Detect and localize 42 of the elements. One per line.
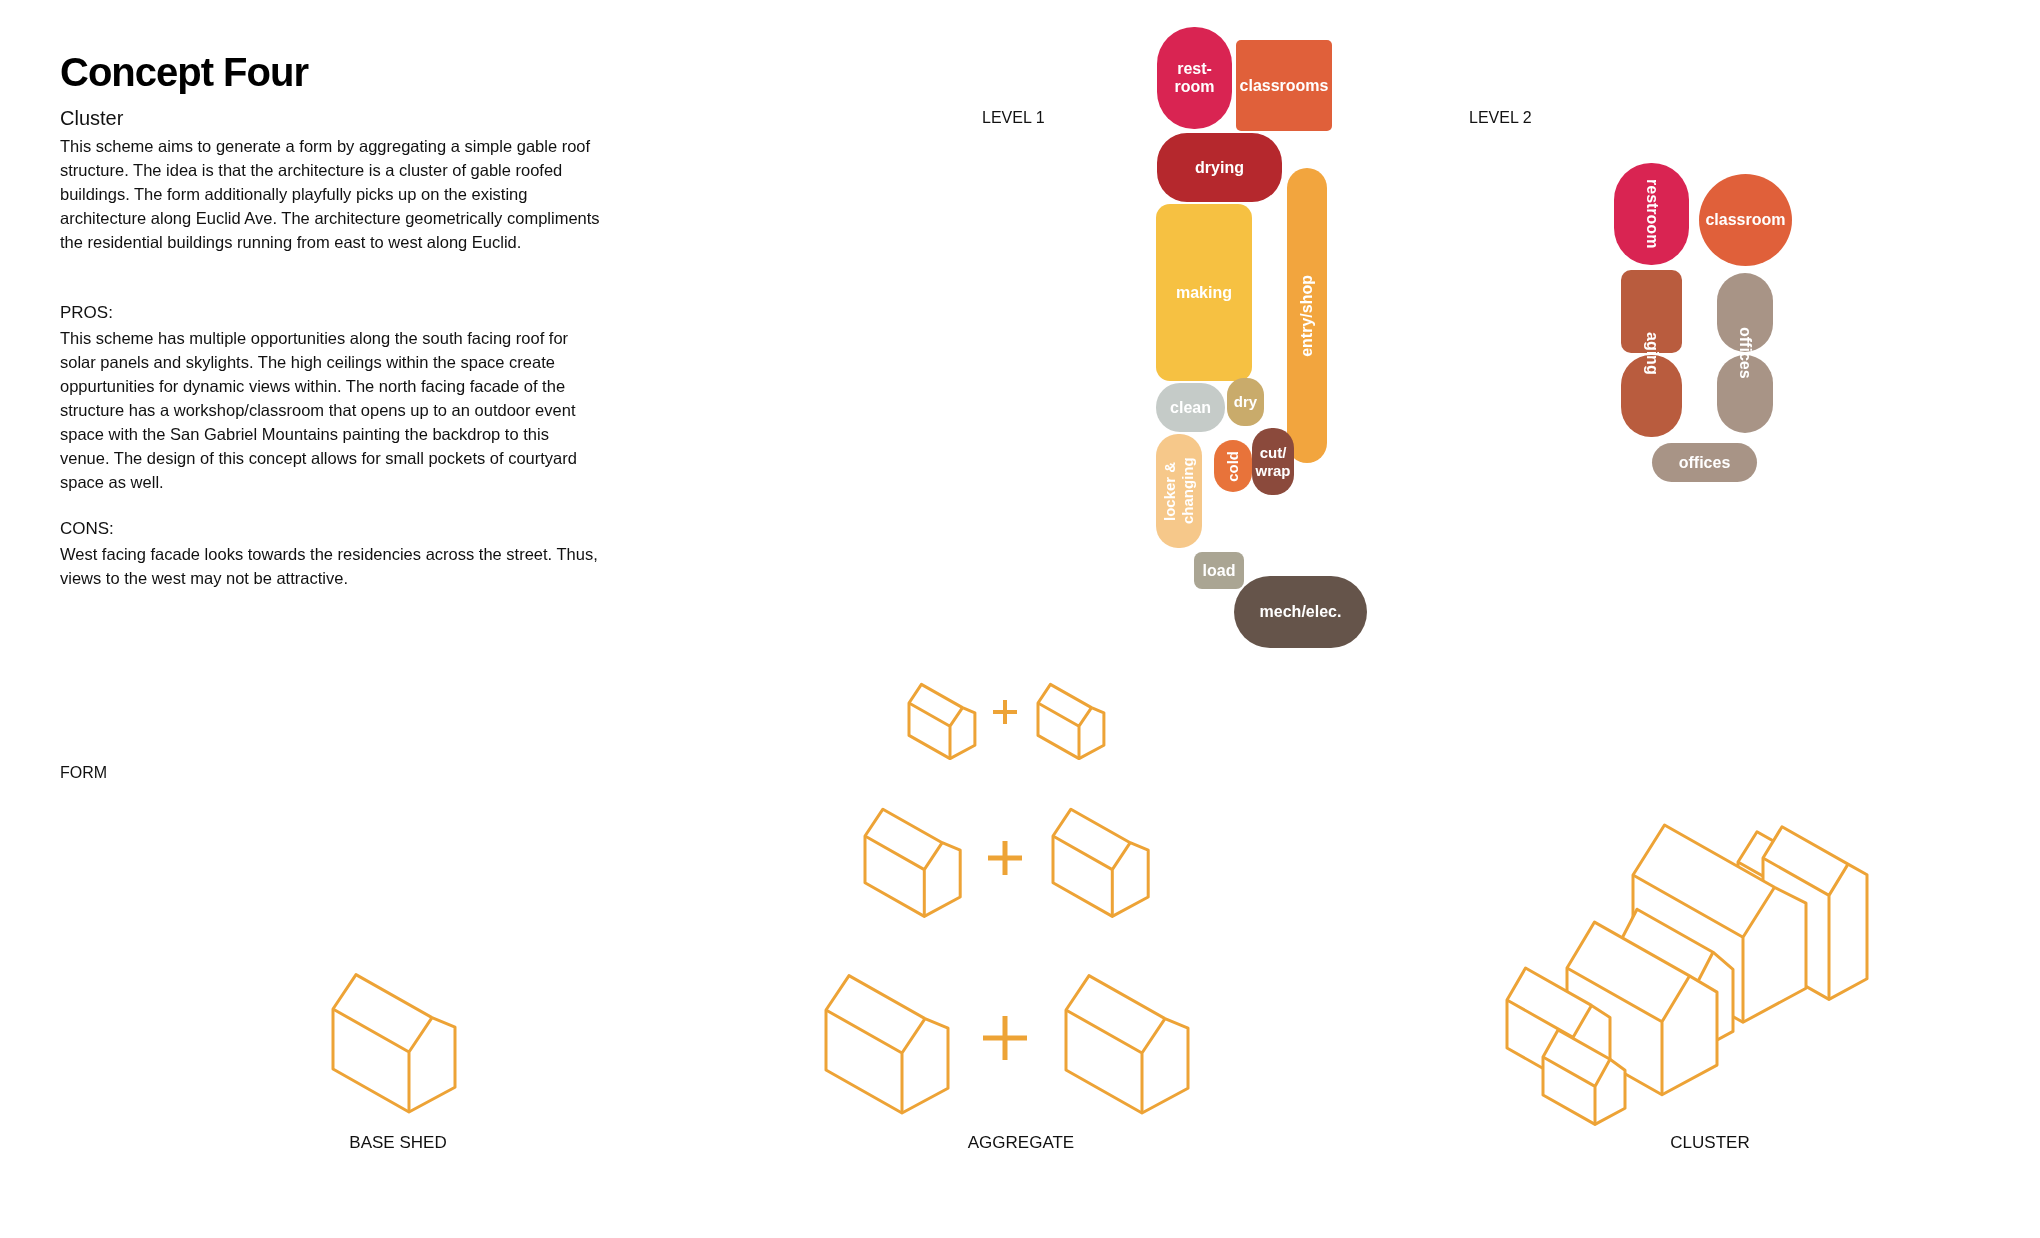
room-label: entry/shop [1298,274,1316,357]
room-label: dry [1233,393,1258,411]
room-bubble [1156,434,1202,548]
subheading: Cluster [60,106,125,131]
room-label: cut/ wrap [1254,443,1292,480]
room-bubble [1252,428,1294,495]
level-label: LEVEL 2 [1469,108,1532,128]
drawing-caption: AGGREGATE [967,1132,1075,1154]
section-heading: CONS: [60,518,115,540]
room-bubble [1287,168,1327,463]
room-label: aging [1642,332,1661,375]
room-label: locker & changing [1161,456,1197,527]
room-label: load [1202,561,1236,580]
section-heading: PROS: [60,302,114,324]
drawing-caption: CLUSTER [1670,1132,1750,1154]
room-bubble [1621,270,1682,437]
room-label: rest- room [1173,60,1216,96]
room-bubble [1227,378,1264,426]
level-label: LEVEL 1 [982,108,1045,128]
room-label: restroom [1642,179,1661,249]
room-bubble [1717,273,1773,433]
room-label: drying [1195,158,1244,177]
room-label: classrooms [1239,76,1329,95]
room-label: cold [1224,450,1242,482]
room-label: making [1176,283,1232,302]
room-bubble [1157,133,1282,202]
room-label: classroom [1705,211,1786,229]
room-bubble [1194,552,1244,589]
room-bubble [1236,40,1332,131]
room-bubble [1156,204,1252,381]
cons-paragraph: West facing facade looks towards the residencies across the street. Thus, views to the west may not be attractive. [60,544,599,589]
room-bubble [1214,440,1252,492]
room-label: mech/elec. [1259,603,1342,621]
room-bubble [1156,383,1225,432]
description-paragraph: This scheme aims to generate a form by aggregating a simple gable roof structure. The idea is that the architecture is a cluster of gable roofed buildings. The form additionally playfully picks up on the existing architecture along Euclid Ave. The architecture geometrically compliments the residential buildings running from east to west along Euclid. [60,136,600,253]
section-label: FORM [60,763,108,783]
drawing-caption: BASE SHED [349,1132,447,1154]
room-label: offices [1678,453,1731,472]
room-label: clean [1170,398,1211,417]
page-title: Concept Four [60,50,308,95]
pros-paragraph: This scheme has multiple opportunities along the south facing roof for solar panels and skylights. The high ceilings within the space create oppurtunities for dynamic views within. The north facing facade of the structure has a workshop/classroom that opens up to an outdoor event space with the San Gabriel Mountains painting the backdrop to this venue. The design of this concept allows for small pockets of courtyard space as well. [60,328,578,493]
room-bubble [1652,443,1757,482]
